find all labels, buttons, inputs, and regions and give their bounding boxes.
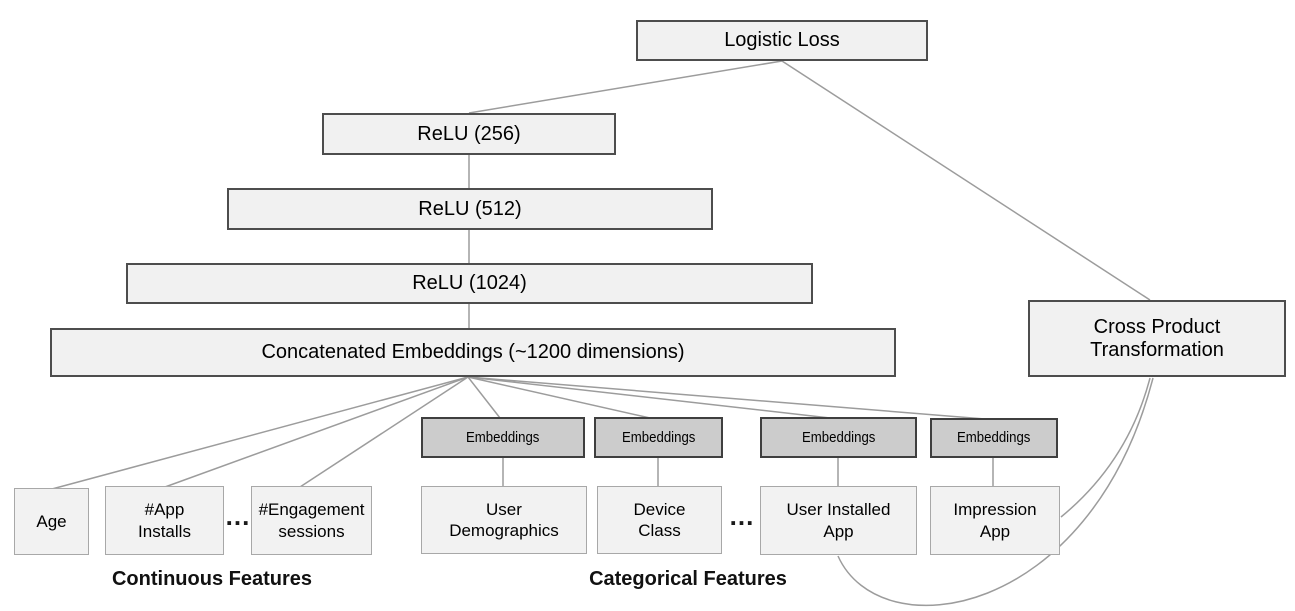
edge-concat-emb2 (467, 376, 651, 419)
node-concatenated-embeddings: Concatenated Embeddings (~1200 dimension… (50, 328, 896, 377)
node-embeddings-2: Embeddings (594, 417, 723, 458)
node-embeddings-1: Embeddings (421, 417, 585, 458)
node-relu-512: ReLU (512) (227, 188, 713, 230)
edge-cross-product-impression-app (1060, 377, 1151, 518)
node-logistic-loss: Logistic Loss (636, 20, 928, 61)
node-feature-app-installs: #App Installs (105, 486, 224, 555)
section-label-continuous-features: Continuous Features (111, 568, 312, 590)
embeddings-label: Embeddings (621, 428, 696, 446)
edge-loss-to-relu256 (468, 60, 783, 114)
node-relu-1024: ReLU (1024) (126, 263, 813, 304)
node-feature-user-installed-app: User Installed App (760, 486, 917, 555)
node-cross-product-transformation: Cross Product Transformation (1028, 300, 1286, 377)
node-feature-device-class: Device Class (597, 486, 722, 554)
edge-concat-engagement (299, 376, 469, 488)
edge-concat-emb3 (467, 376, 831, 419)
edge-concat-emb4 (467, 376, 986, 420)
edge-concat-age (51, 376, 469, 490)
node-embeddings-4: Embeddings (930, 418, 1058, 458)
edge-concat-emb1 (467, 376, 501, 419)
embeddings-label: Embeddings (801, 428, 876, 446)
embeddings-label: Embeddings (957, 429, 1031, 447)
edge-concat-app-installs (164, 376, 469, 488)
node-feature-user-demographics: User Demographics (421, 486, 587, 554)
ellipsis-continuous-features: ... (225, 500, 251, 531)
node-feature-impression-app: Impression App (930, 486, 1060, 555)
node-embeddings-3: Embeddings (760, 417, 917, 458)
edge-cross-product-user-installed-app (837, 377, 1154, 607)
node-feature-age: Age (14, 488, 89, 555)
embeddings-label: Embeddings (466, 428, 540, 446)
edge-loss-to-cross-product (781, 60, 1151, 301)
ellipsis-categorical-features: ... (729, 500, 755, 531)
node-feature-engagement-sessions: #Engagement sessions (251, 486, 372, 555)
section-label-categorical-features: Categorical Features (589, 568, 787, 590)
node-relu-256: ReLU (256) (322, 113, 616, 155)
